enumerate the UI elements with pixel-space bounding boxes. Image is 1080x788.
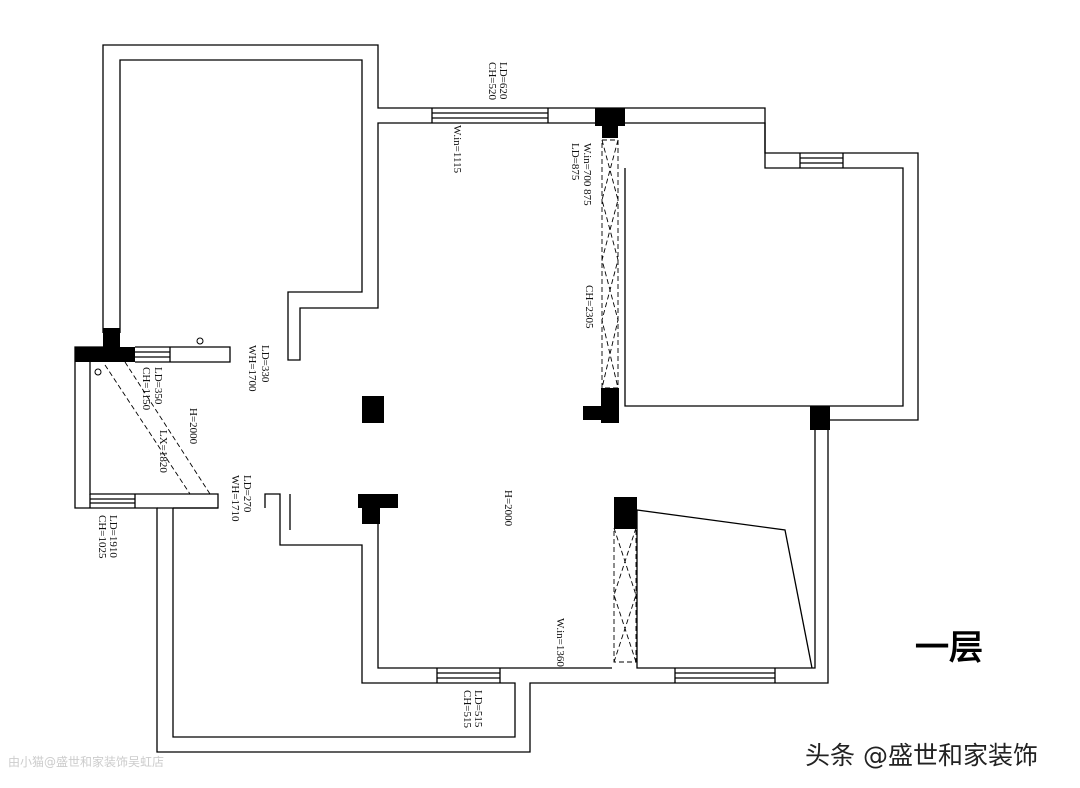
fixture-icon xyxy=(196,337,204,345)
label-door-ld: LD=875 xyxy=(569,143,581,181)
label-center-h: H=2000 xyxy=(502,490,514,527)
label-mid-ld: LD=270 xyxy=(241,475,253,513)
label-mid-wh: WH=1710 xyxy=(229,475,241,522)
label-low-left-ch: CH=1025 xyxy=(96,515,108,559)
watermark: 头条 @盛世和家装饰 xyxy=(805,741,1038,770)
label-bottom-ch: CH=515 xyxy=(461,690,473,728)
left-window xyxy=(135,346,231,363)
sliding-door-upper-x xyxy=(601,139,619,389)
outer-wall xyxy=(74,44,919,753)
sliding-door-upper xyxy=(601,139,619,389)
lower-corridor-wall xyxy=(172,493,612,738)
label-door-ch: CH=2305 xyxy=(583,285,595,329)
label-vest-lx: LX=1820 xyxy=(157,430,169,473)
top-window xyxy=(431,108,549,123)
label-low-left-ld: LD=1910 xyxy=(107,515,119,558)
floor-title: 一层 xyxy=(915,628,983,668)
upper-left-room-wall xyxy=(119,59,595,361)
label-top-window-ch: CH=520 xyxy=(486,62,498,100)
label-door-win: W.in=700 875 xyxy=(581,143,593,206)
label-bottom-win: W.in=1360 xyxy=(554,618,566,667)
label-top-win: W.in=1115 xyxy=(451,125,463,174)
vestibule-window xyxy=(89,494,136,508)
right-room-wall xyxy=(620,122,904,407)
watermark-small: 由小猫@盛世和家装饰吴虹店 xyxy=(8,755,165,769)
label-left-wh: WH=1700 xyxy=(246,345,258,392)
fixture-icon xyxy=(94,368,102,376)
vestibule-stair-lines xyxy=(104,361,211,495)
label-top-window-ld: LD=620 xyxy=(497,62,509,100)
sliding-door-lower xyxy=(613,527,637,663)
structural-columns xyxy=(75,108,830,529)
label-vest-ch: CH=1150 xyxy=(140,367,152,411)
bottom-window xyxy=(436,668,776,683)
label-vest-ld: LD=350 xyxy=(152,367,164,405)
label-bottom-ld: LD=515 xyxy=(472,690,484,728)
sliding-door-lower-x xyxy=(613,527,637,663)
dimension-labels: LD=620 CH=520 W.in=1115 W.in=700 875 LD=… xyxy=(96,62,595,728)
label-vest-h: H=2000 xyxy=(187,408,199,445)
right-window xyxy=(799,153,844,168)
label-left-ld: LD=330 xyxy=(259,345,271,383)
lower-right-room-wall xyxy=(636,430,816,669)
